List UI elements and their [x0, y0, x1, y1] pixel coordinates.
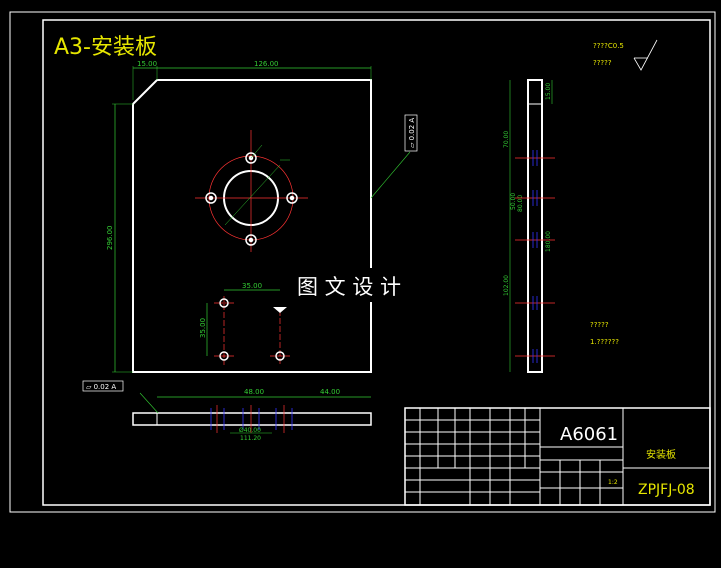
dim-hole-vertical: 35.00 [199, 318, 207, 338]
drawing-number: ZPJFJ-08 [638, 482, 695, 498]
svg-text:▱ 0.02 A: ▱ 0.02 A [86, 383, 116, 391]
dim-top-width: 126.00 [254, 60, 279, 68]
title-block [404, 407, 711, 506]
dim-bottom-c: Ø40.00 [239, 427, 261, 434]
dim-top-left: 15.00 [137, 60, 157, 68]
note-line-2: 1.?????? [590, 338, 619, 346]
dim-bottom-d: 111.20 [240, 435, 261, 442]
side-view [527, 79, 543, 373]
plate-outline [132, 79, 372, 373]
dim-side-4: 180.00 [545, 231, 552, 252]
roughness-note: ????C0.5 [593, 42, 624, 50]
dim-side-3: 80.00 [517, 195, 524, 212]
part-name-label: 安装板 [646, 448, 676, 461]
dim-side-top: 15.00 [545, 83, 552, 100]
dim-left-height: 296.00 [106, 226, 114, 251]
scale-label: 1:2 [608, 479, 618, 486]
svg-text:▱ 0.02 A: ▱ 0.02 A [408, 118, 416, 148]
dim-bottom-b: 44.00 [320, 388, 340, 396]
dim-hole-spacing: 35.00 [242, 282, 262, 290]
watermark-text: 图 文 设 计 [297, 275, 401, 299]
drawing-title: A3-安装板 [54, 35, 157, 60]
material-label: A6061 [560, 424, 618, 445]
dim-side-5: 102.00 [503, 275, 510, 296]
roughness-note-2: ????? [593, 59, 612, 67]
outer-frame [9, 11, 716, 513]
inner-frame [42, 19, 711, 506]
dim-bottom-a: 48.00 [244, 388, 264, 396]
bolt-holes [205, 152, 298, 246]
dim-side-2: 50.00 [510, 193, 517, 210]
bottom-view [132, 412, 372, 426]
dim-side-1: 70.00 [503, 131, 510, 148]
note-line-1: ????? [590, 321, 609, 329]
